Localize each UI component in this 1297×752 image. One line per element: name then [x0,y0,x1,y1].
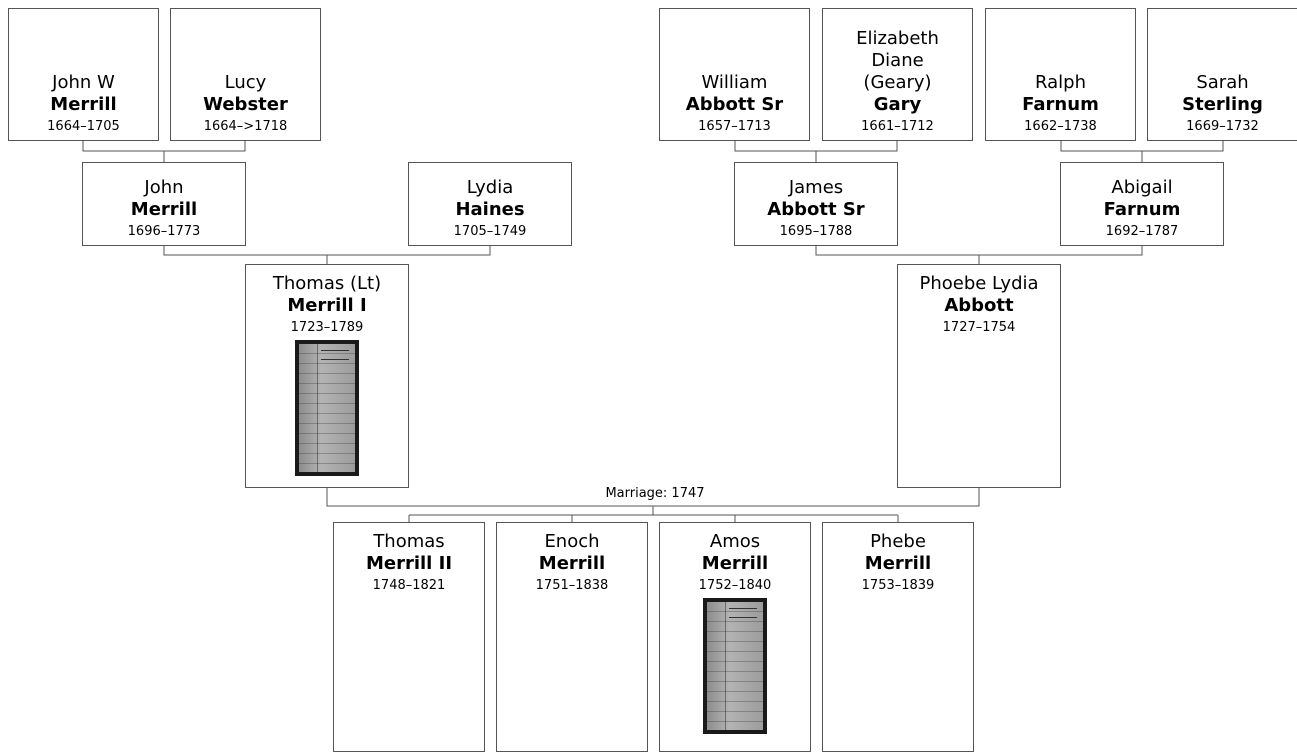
person-dates: 1696–1773 [127,224,201,239]
person-lydia-haines[interactable]: Lydia Haines 1705–1749 [408,162,572,246]
person-phebe-merrill[interactable]: Phebe Merrill 1753–1839 [822,522,974,752]
marriage-label: Marriage: 1747 [560,486,750,502]
person-given-name: Lydia [466,177,514,198]
person-lucy-webster[interactable]: Lucy Webster 1664–>1718 [170,8,321,141]
person-dates: 1753–1839 [861,578,935,593]
person-given-name: John [144,177,184,198]
person-dates: 1662–1738 [1024,119,1097,134]
person-surname: Webster [203,94,288,115]
person-thomas-merrill-ii[interactable]: Thomas Merrill II 1748–1821 [333,522,485,752]
person-dates: 1748–1821 [372,578,446,593]
person-dates: 1692–1787 [1105,224,1179,239]
person-phoebe-abbott[interactable]: Phoebe Lydia Abbott 1727–1754 [897,264,1061,488]
person-dates: 1752–1840 [698,578,772,593]
person-given-name: Phoebe Lydia [919,273,1039,294]
person-given-name: Ralph [1035,72,1086,93]
person-dates: 1705–1749 [453,224,527,239]
person-john-w-merrill[interactable]: John W Merrill 1664–1705 [8,8,159,141]
person-given-name: Phebe [870,531,926,552]
person-given-name: William [701,72,768,93]
person-given-name: Elizabeth Diane (Geary) [856,28,939,93]
person-given-name: Lucy [224,72,267,93]
person-given-name: Amos [709,531,761,552]
person-surname: Abbott [944,295,1014,316]
person-amos-merrill[interactable]: Amos Merrill 1752–1840 [659,522,811,752]
person-surname: Sterling [1182,94,1263,115]
person-abigail-farnum[interactable]: Abigail Farnum 1692–1787 [1060,162,1224,246]
person-given-name: James [788,177,844,198]
person-surname: Merrill [701,553,769,574]
document-thumbnail[interactable] [295,340,359,476]
person-surname: Merrill [538,553,606,574]
person-sarah-sterling[interactable]: Sarah Sterling 1669–1732 [1147,8,1297,141]
person-surname: Merrill [50,94,117,115]
person-elizabeth-gary[interactable]: Elizabeth Diane (Geary) Gary 1661–1712 [822,8,973,141]
person-dates: 1664–1705 [47,119,120,134]
person-given-name: Thomas [373,531,445,552]
person-ralph-farnum[interactable]: Ralph Farnum 1662–1738 [985,8,1136,141]
person-given-name: John W [52,72,115,93]
person-dates: 1727–1754 [942,320,1016,335]
person-surname: Merrill II [365,553,453,574]
person-surname: Haines [455,199,525,220]
person-dates: 1695–1788 [779,224,853,239]
person-surname: Merrill I [287,295,367,316]
person-john-merrill[interactable]: John Merrill 1696–1773 [82,162,246,246]
person-given-name: Enoch [544,531,600,552]
person-surname: Merrill [130,199,198,220]
person-given-name: Sarah [1196,72,1249,93]
person-surname: Farnum [1103,199,1181,220]
person-surname: Farnum [1022,94,1099,115]
person-surname: Merrill [864,553,932,574]
person-thomas-merrill-i[interactable]: Thomas (Lt) Merrill I 1723–1789 [245,264,409,488]
person-dates: 1723–1789 [290,320,364,335]
document-thumbnail[interactable] [703,598,767,734]
person-surname: Gary [873,94,922,115]
person-dates: 1657–1713 [698,119,771,134]
person-dates: 1661–1712 [861,119,934,134]
person-james-abbott-sr[interactable]: James Abbott Sr 1695–1788 [734,162,898,246]
person-surname: Abbott Sr [685,94,784,115]
person-william-abbott-sr[interactable]: William Abbott Sr 1657–1713 [659,8,810,141]
person-given-name: Thomas (Lt) [272,273,382,294]
person-surname: Abbott Sr [767,199,865,220]
person-dates: 1669–1732 [1186,119,1259,134]
person-dates: 1751–1838 [535,578,609,593]
person-enoch-merrill[interactable]: Enoch Merrill 1751–1838 [496,522,648,752]
person-given-name: Abigail [1111,177,1173,198]
person-dates: 1664–>1718 [203,119,288,134]
